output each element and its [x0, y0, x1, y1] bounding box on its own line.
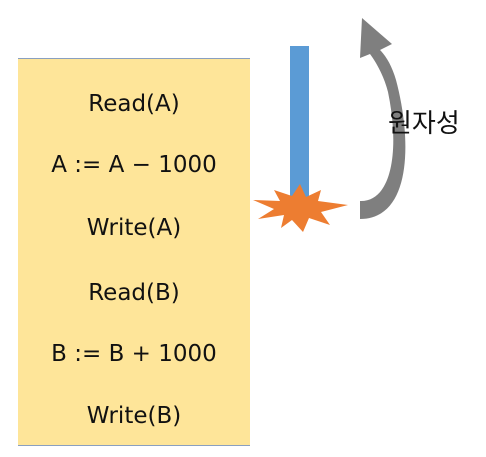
operation-update-b: B := B + 1000	[51, 341, 217, 367]
transaction-box: Read(A) A := A − 1000 Write(A) Read(B) B…	[18, 58, 250, 446]
operation-read-a: Read(A)	[88, 91, 180, 117]
operation-update-a: A := A − 1000	[51, 152, 217, 178]
execution-progress-bar	[290, 46, 309, 204]
operation-write-a: Write(A)	[86, 215, 182, 241]
transaction-box-fill	[18, 58, 250, 446]
crash-burst-icon	[253, 184, 348, 232]
operation-read-b: Read(B)	[88, 280, 180, 306]
curved-arrow-up-icon	[360, 18, 406, 219]
operation-write-b: Write(B)	[86, 403, 182, 429]
atomicity-label: 원자성	[388, 109, 460, 139]
